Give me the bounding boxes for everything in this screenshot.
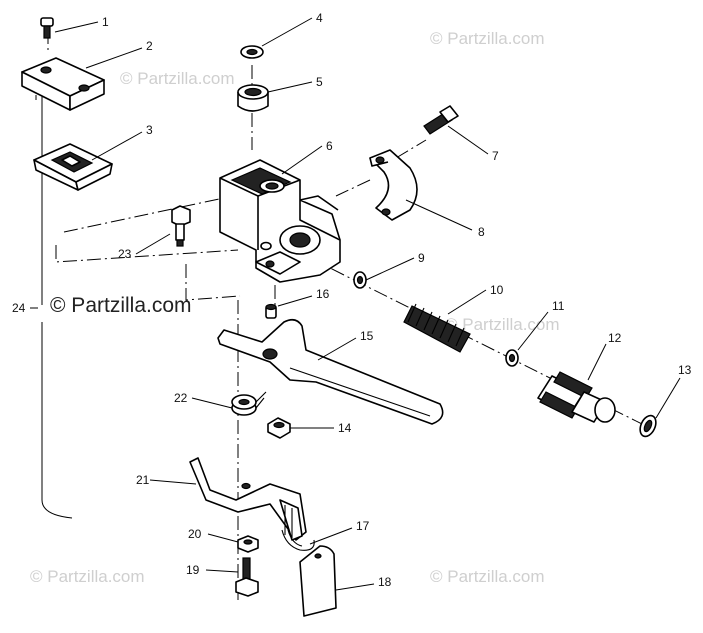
- part-2-reservoir-cover: [21, 57, 105, 111]
- part-17-switch-lead: [281, 529, 315, 551]
- callout-16: 16: [316, 287, 330, 301]
- part-8-clamp: [369, 149, 418, 221]
- leader-lines: [30, 17, 681, 591]
- watermark-bottom-right: © Partzilla.com: [430, 567, 545, 586]
- callout-1: 1: [102, 15, 109, 29]
- callout-17: 17: [356, 519, 370, 533]
- callout-10: 10: [490, 283, 504, 297]
- callout-22: 22: [174, 391, 188, 405]
- part-1-screw: [40, 17, 54, 39]
- part-22-torsion-spring: [231, 391, 267, 416]
- callout-12: 12: [608, 331, 622, 345]
- callout-9: 9: [418, 251, 425, 265]
- callout-6: 6: [326, 139, 333, 153]
- callout-15: 15: [360, 329, 374, 343]
- background-watermarks: © Partzilla.com © Partzilla.com © Partzi…: [30, 29, 560, 586]
- callout-labels: 1 2 3 4 5 6 7 8 9 10 11 12 13 14 15 16 1…: [12, 11, 692, 589]
- part-15-brake-lever: [217, 318, 444, 425]
- watermark-top-left: © Partzilla.com: [120, 69, 235, 88]
- part-21-bracket: [189, 457, 307, 541]
- callout-18: 18: [378, 575, 392, 589]
- part-23-pivot-bolt: [171, 205, 191, 247]
- part-11-washer: [505, 349, 519, 367]
- part-6-master-cylinder: [219, 159, 341, 283]
- callout-4: 4: [316, 11, 323, 25]
- callout-3: 3: [146, 123, 153, 137]
- part-3-diaphragm: [33, 143, 113, 191]
- part-12-piston: [537, 371, 616, 423]
- watermark-top-right: © Partzilla.com: [430, 29, 545, 48]
- callout-11: 11: [552, 299, 565, 313]
- callout-21: 21: [136, 473, 150, 487]
- part-7-bolt: [423, 105, 459, 135]
- callout-2: 2: [146, 39, 153, 53]
- part-4-washer: [240, 45, 264, 59]
- part-18-tag: [299, 545, 337, 617]
- part-14-nut: [267, 417, 291, 439]
- callout-20: 20: [188, 527, 202, 541]
- callout-19: 19: [186, 563, 200, 577]
- part-16-pin: [265, 303, 277, 319]
- watermark-mid-right: © Partzilla.com: [445, 315, 560, 334]
- part-5-bushing: [237, 84, 269, 112]
- callout-5: 5: [316, 75, 323, 89]
- callout-8: 8: [478, 225, 485, 239]
- part-10-spring: [403, 303, 471, 353]
- callout-24: 24: [12, 301, 26, 315]
- callout-7: 7: [492, 149, 499, 163]
- part-9-washer: [353, 271, 367, 289]
- part-20-nut: [237, 535, 259, 553]
- callout-14: 14: [338, 421, 352, 435]
- watermark-bottom-left: © Partzilla.com: [30, 567, 145, 586]
- callout-23: 23: [118, 247, 132, 261]
- callout-13: 13: [678, 363, 692, 377]
- part-13-o-ring: [639, 414, 657, 438]
- part-19-bolt: [235, 557, 259, 597]
- watermark-main: © Partzilla.com: [50, 294, 192, 317]
